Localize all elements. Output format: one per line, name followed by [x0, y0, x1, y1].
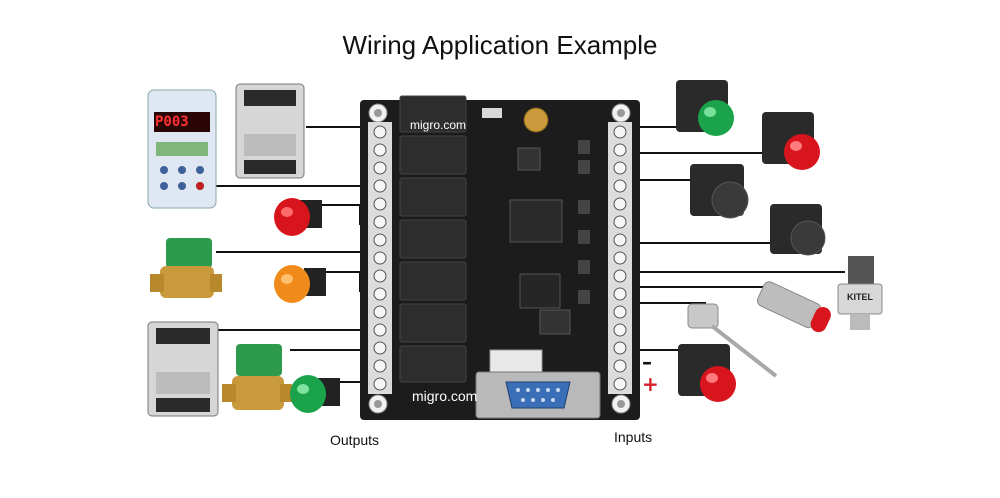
input-wires — [632, 126, 845, 351]
minus-sign: – — [642, 350, 652, 374]
proximity-sensor-icon — [756, 281, 831, 333]
contactor-icon — [235, 83, 305, 179]
plc-board — [360, 95, 640, 420]
db9-connector — [475, 371, 601, 419]
outputs-label: Outputs — [330, 432, 380, 448]
red-pushbutton-icon — [762, 112, 820, 170]
green-pushbutton-icon — [676, 80, 734, 136]
contactor-icon — [147, 321, 219, 417]
vfd-display: P003 — [155, 114, 189, 130]
selector-switch-icon — [770, 204, 826, 256]
solenoid-valve-icon — [222, 344, 292, 410]
solenoid-valve-icon — [150, 238, 222, 298]
red-pilot-light-icon — [274, 198, 322, 236]
green-pilot-light-icon — [290, 375, 340, 413]
selector-switch-icon — [690, 164, 749, 219]
thermocouple-icon — [687, 303, 778, 378]
pressure-sensor-icon — [837, 256, 883, 330]
sensor-brand: KITEL — [847, 292, 873, 302]
orange-pilot-light-icon — [274, 265, 326, 303]
vfd-drive-icon — [147, 89, 217, 209]
inputs-label: Inputs — [614, 429, 653, 445]
board-brand: migro.com — [410, 118, 467, 132]
board-brand: migro.com — [412, 388, 478, 404]
page-title: Wiring Application Example — [342, 30, 658, 60]
plus-sign: + — [642, 372, 659, 396]
red-pushbutton-icon — [678, 344, 736, 402]
